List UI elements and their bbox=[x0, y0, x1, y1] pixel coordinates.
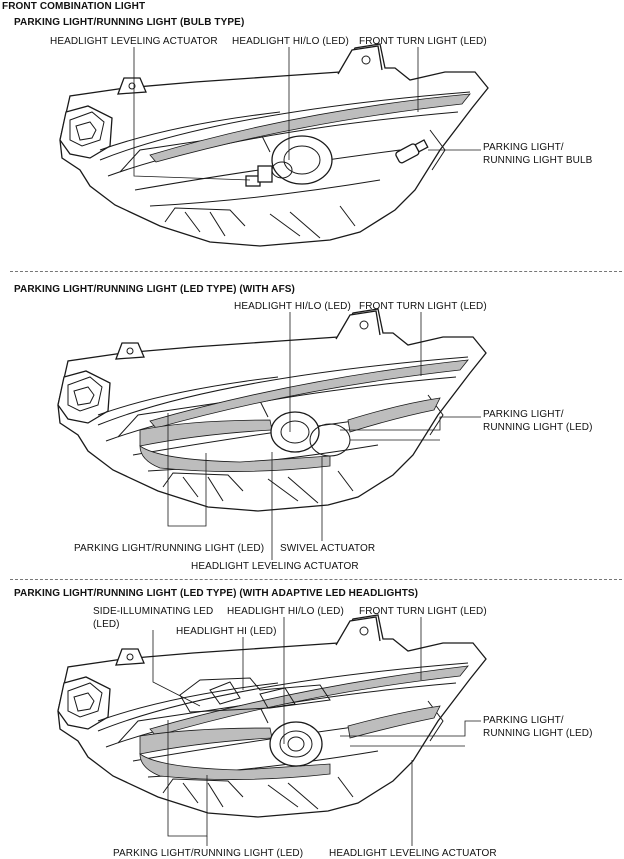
s2-label-swivel: SWIVEL ACTUATOR bbox=[280, 543, 376, 554]
section-divider-1 bbox=[10, 271, 622, 272]
section-1-heading: PARKING LIGHT/RUNNING LIGHT (BULB TYPE) bbox=[14, 17, 245, 28]
s1-label-leveling-actuator: HEADLIGHT LEVELING ACTUATOR bbox=[50, 36, 218, 47]
s2-label-parking-right-line1: PARKING LIGHT/ bbox=[483, 409, 564, 420]
s3-label-leveling-actuator: HEADLIGHT LEVELING ACTUATOR bbox=[329, 848, 497, 859]
s2-label-parking-bottom: PARKING LIGHT/RUNNING LIGHT (LED) bbox=[74, 543, 265, 554]
s1-label-turn: FRONT TURN LIGHT (LED) bbox=[359, 36, 487, 47]
s2-label-parking-right-line2: RUNNING LIGHT (LED) bbox=[483, 422, 593, 433]
s1-label-bulb-line1: PARKING LIGHT/ bbox=[483, 142, 564, 153]
s3-label-side-led-line1: SIDE-ILLUMINATING LED bbox=[93, 606, 214, 617]
headlight-bulb-type bbox=[59, 43, 489, 247]
s2-label-turn: FRONT TURN LIGHT (LED) bbox=[359, 301, 487, 312]
s3-label-parking-right-line2: RUNNING LIGHT (LED) bbox=[483, 728, 593, 739]
headlight-led-afs bbox=[57, 308, 487, 560]
s3-label-parking-right-line1: PARKING LIGHT/ bbox=[483, 715, 564, 726]
s2-label-leveling-actuator: HEADLIGHT LEVELING ACTUATOR bbox=[191, 561, 359, 572]
s3-label-hi: HEADLIGHT HI (LED) bbox=[176, 626, 277, 637]
s3-label-turn: FRONT TURN LIGHT (LED) bbox=[359, 606, 487, 617]
s2-label-hi-lo: HEADLIGHT HI/LO (LED) bbox=[234, 301, 351, 312]
s3-label-parking-bottom: PARKING LIGHT/RUNNING LIGHT (LED) bbox=[113, 848, 304, 859]
section-2-heading: PARKING LIGHT/RUNNING LIGHT (LED TYPE) (… bbox=[14, 284, 295, 295]
s3-label-side-led-line2: (LED) bbox=[93, 619, 120, 630]
page-title: FRONT COMBINATION LIGHT bbox=[2, 1, 146, 12]
section-3-heading: PARKING LIGHT/RUNNING LIGHT (LED TYPE) (… bbox=[14, 588, 419, 599]
headlight-adaptive-led bbox=[57, 614, 487, 846]
s1-label-hi-lo: HEADLIGHT HI/LO (LED) bbox=[232, 36, 349, 47]
section-divider-2 bbox=[10, 579, 622, 580]
s3-label-hi-lo: HEADLIGHT HI/LO (LED) bbox=[227, 606, 344, 617]
s1-label-bulb-line2: RUNNING LIGHT BULB bbox=[483, 155, 593, 166]
